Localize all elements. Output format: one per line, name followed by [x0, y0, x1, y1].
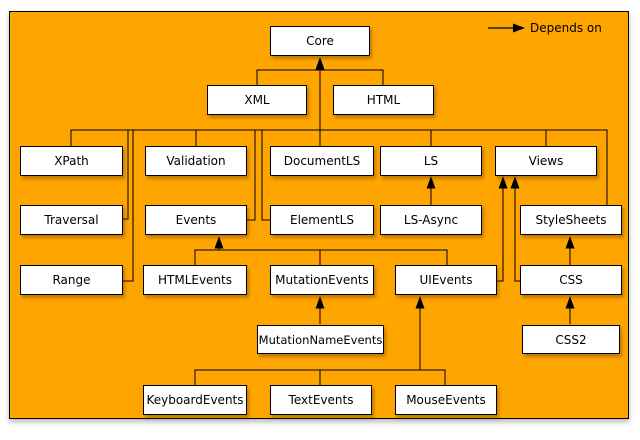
- node-xml: XML: [207, 85, 307, 115]
- node-mouseevents: MouseEvents: [395, 385, 497, 415]
- node-uievents: UIEvents: [395, 265, 497, 295]
- legend-label: Depends on: [530, 21, 602, 35]
- depends-on-arrow-icon: [488, 23, 525, 33]
- node-traversal: Traversal: [20, 205, 123, 235]
- legend: Depends on: [488, 21, 602, 35]
- node-xpath: XPath: [20, 146, 123, 176]
- node-html: HTML: [333, 85, 434, 115]
- node-htmlevents: HTMLEvents: [143, 265, 247, 295]
- node-events: Events: [145, 205, 247, 235]
- node-ls: LS: [380, 146, 482, 176]
- node-ls-async: LS-Async: [380, 205, 482, 235]
- node-css: CSS: [520, 265, 622, 295]
- node-stylesheets: StyleSheets: [520, 205, 622, 235]
- node-validation: Validation: [145, 146, 247, 176]
- node-textevents: TextEvents: [270, 385, 372, 415]
- node-views: Views: [495, 146, 597, 176]
- node-documentls: DocumentLS: [270, 146, 374, 176]
- node-mutationevents: MutationEvents: [270, 265, 374, 295]
- node-css2: CSS2: [522, 325, 620, 354]
- node-mutationnameevents: MutationNameEvents: [257, 325, 384, 354]
- node-range: Range: [20, 265, 123, 295]
- node-elementls: ElementLS: [270, 205, 374, 235]
- node-keyboardevents: KeyboardEvents: [143, 385, 247, 415]
- node-core: Core: [270, 26, 370, 56]
